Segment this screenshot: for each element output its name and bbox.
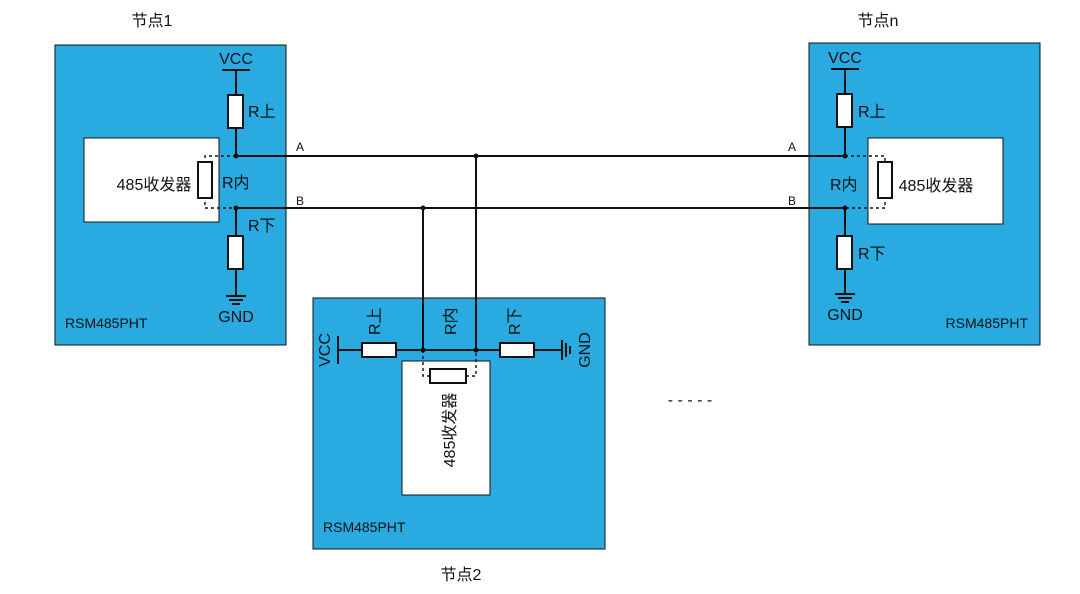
node-1-vcc-label: VCC bbox=[219, 51, 253, 68]
node-2-r-up-resistor bbox=[361, 342, 397, 358]
node-n: 节点n RSM485PHT VCC R上 485收发器 R内 R下 GND A … bbox=[788, 12, 1041, 346]
node-2: RSM485PHT 节点2 VCC R上 R下 GND 485收发器 R内 bbox=[312, 297, 606, 584]
node-1-r-in-label: R内 bbox=[222, 174, 250, 192]
more-nodes-ellipsis: - - - - - bbox=[668, 392, 712, 409]
node-1-r-in-resistor bbox=[197, 161, 213, 199]
node-2-r-down-resistor bbox=[499, 342, 535, 358]
node-n-vcc-label: VCC bbox=[828, 50, 862, 67]
node-n-ground-icon bbox=[835, 293, 855, 303]
node-2-r-down-label: R下 bbox=[507, 307, 524, 335]
node-n-model-label: RSM485PHT bbox=[946, 315, 1029, 331]
node-n-r-up-resistor bbox=[836, 93, 853, 128]
node-n-r-up-label: R上 bbox=[858, 103, 886, 121]
node-2-r-in-label: R内 bbox=[442, 307, 460, 335]
node-n-line-a-label: A bbox=[788, 140, 796, 154]
node-2-gnd-label: GND bbox=[577, 332, 594, 368]
node-n-r-in-label: R内 bbox=[830, 176, 858, 194]
node-2-r-in-resistor bbox=[429, 368, 467, 384]
node-n-transceiver-label: 485收发器 bbox=[899, 177, 974, 195]
node-n-gnd-label: GND bbox=[827, 307, 863, 324]
node-n-r-in-dashed-link bbox=[845, 155, 886, 209]
node-n-line-b-label: B bbox=[788, 194, 796, 208]
node-1-r-up-label: R上 bbox=[248, 103, 276, 121]
node-n-r-down-label: R下 bbox=[858, 246, 886, 263]
node-n-title: 节点n bbox=[858, 12, 899, 30]
node-2-transceiver-label: 485收发器 bbox=[441, 393, 459, 468]
node-1-line-b-label: B bbox=[296, 194, 304, 208]
node-1-r-up-resistor bbox=[227, 94, 244, 129]
node-1: 节点1 RSM485PHT VCC R上 485收发器 R内 R下 GND A … bbox=[54, 12, 304, 346]
node-2-ground-icon bbox=[561, 340, 571, 360]
node-n-r-in-resistor bbox=[877, 161, 893, 199]
node-n-r-down-resistor bbox=[836, 235, 853, 270]
node-1-gnd-label: GND bbox=[218, 309, 254, 326]
node-2-model-label: RSM485PHT bbox=[323, 519, 406, 535]
node-2-r-in-dashed-link bbox=[422, 350, 477, 377]
node-1-transceiver-label: 485收发器 bbox=[117, 176, 192, 194]
node-1-title: 节点1 bbox=[132, 12, 173, 30]
node-2-r-up-label: R上 bbox=[366, 307, 384, 335]
node-1-model-label: RSM485PHT bbox=[65, 315, 148, 331]
node-2-junction-a bbox=[473, 347, 479, 353]
node-1-transceiver-box bbox=[83, 137, 220, 223]
node-1-r-down-label: R下 bbox=[248, 218, 276, 235]
node-1-ground-icon bbox=[226, 295, 246, 305]
node-2-title: 节点2 bbox=[441, 566, 482, 584]
node-2-vcc-label: VCC bbox=[317, 333, 334, 367]
node-1-r-in-dashed-link bbox=[204, 155, 236, 209]
node-1-r-down-resistor bbox=[227, 235, 244, 270]
node-1-line-a-label: A bbox=[296, 140, 304, 154]
